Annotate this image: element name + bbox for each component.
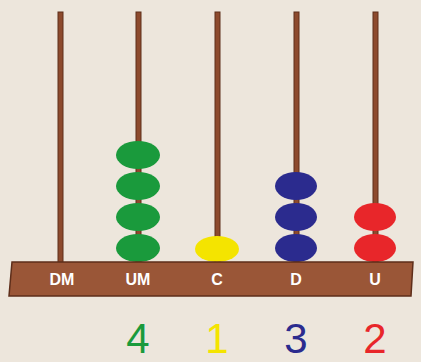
green-bead (116, 203, 160, 231)
blue-bead (275, 234, 317, 262)
blue-bead (275, 172, 317, 200)
digit-label: 3 (284, 318, 307, 360)
digit-label: 4 (126, 318, 149, 360)
red-bead (354, 203, 396, 231)
blue-bead (275, 203, 317, 231)
base-band (9, 262, 413, 296)
abacus-rod (215, 12, 220, 264)
place-value-label: U (369, 272, 381, 288)
abacus-base: DM UM C D U (8, 261, 414, 297)
place-value-label: DM (50, 272, 75, 288)
place-value-label: C (211, 272, 223, 288)
green-bead (116, 172, 160, 200)
green-bead (116, 234, 160, 262)
yellow-bead (195, 236, 239, 262)
place-value-label: UM (126, 272, 151, 288)
place-value-label: D (290, 272, 302, 288)
red-bead (354, 234, 396, 262)
green-bead (116, 141, 160, 169)
abacus-rod (58, 12, 63, 264)
digit-label: 1 (205, 318, 228, 360)
digit-label: 2 (363, 318, 386, 360)
